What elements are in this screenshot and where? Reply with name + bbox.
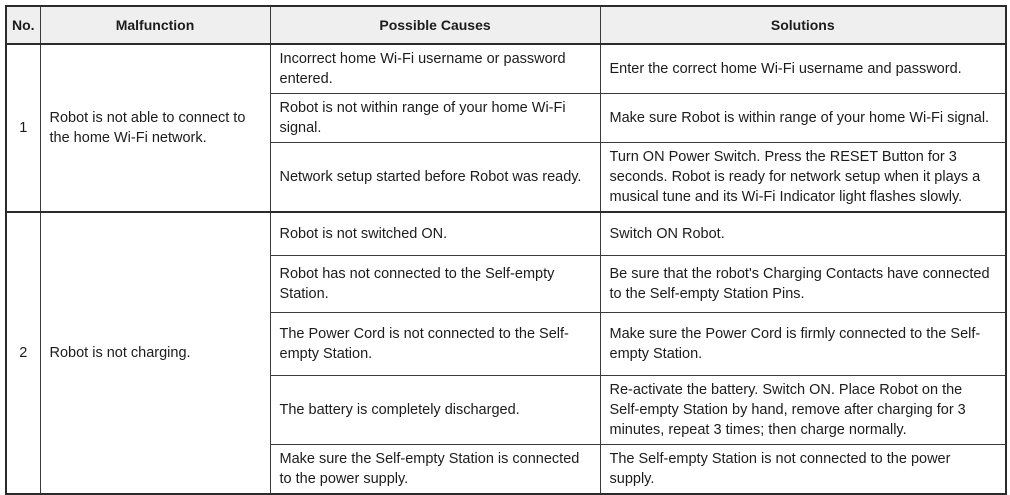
cause-cell: The Power Cord is not connected to the S… xyxy=(269,311,601,376)
col-header-no: No. xyxy=(5,5,41,45)
row-number: 2 xyxy=(5,211,41,494)
malfunction-cell: Robot is not able to connect to the home… xyxy=(39,43,271,213)
table-row: 2 Robot is not charging. Robot is not sw… xyxy=(5,211,1007,494)
solution-cell: Make sure Robot is within range of your … xyxy=(599,93,1007,143)
table-row: The Power Cord is not connected to the S… xyxy=(6,311,1007,376)
table-row: Robot is not within range of your home W… xyxy=(6,93,1007,143)
row-number: 1 xyxy=(5,43,41,213)
cause-cell: Network setup started before Robot was r… xyxy=(269,142,601,213)
malfunction-cell: Robot is not charging. xyxy=(39,211,271,494)
table-row: Network setup started before Robot was r… xyxy=(6,142,1007,213)
cause-cell: Robot has not connected to the Self-empt… xyxy=(269,254,601,313)
cause-cell: Robot is not within range of your home W… xyxy=(269,93,601,143)
solution-cell: Re-activate the battery. Switch ON. Plac… xyxy=(599,374,1007,445)
solution-cell: Be sure that the robot's Charging Contac… xyxy=(599,254,1007,313)
cause-cell: The battery is completely discharged. xyxy=(269,374,601,445)
col-header-solutions: Solutions xyxy=(599,5,1007,45)
table-row: The battery is completely discharged. Re… xyxy=(6,374,1007,445)
cause-cell: Make sure the Self-empty Station is conn… xyxy=(269,443,601,494)
cause-cell: Robot is not switched ON. xyxy=(269,211,601,256)
solution-cell: Make sure the Power Cord is firmly conne… xyxy=(599,311,1007,376)
table-row: Robot has not connected to the Self-empt… xyxy=(6,254,1007,313)
header-row: No. Malfunction Possible Causes Solution… xyxy=(5,5,1007,45)
col-header-possible-causes: Possible Causes xyxy=(269,5,601,45)
solution-cell: Turn ON Power Switch. Press the RESET Bu… xyxy=(599,142,1007,213)
table-row: 1 Robot is not able to connect to the ho… xyxy=(5,43,1007,213)
cause-cell: Incorrect home Wi-Fi username or passwor… xyxy=(269,43,601,94)
solution-cell: The Self-empty Station is not connected … xyxy=(599,443,1007,494)
solution-cell: Switch ON Robot. xyxy=(599,211,1007,256)
col-header-malfunction: Malfunction xyxy=(39,5,271,45)
solution-cell: Enter the correct home Wi-Fi username an… xyxy=(599,43,1007,94)
troubleshooting-table: No. Malfunction Possible Causes Solution… xyxy=(5,5,1007,495)
manual-page: No. Malfunction Possible Causes Solution… xyxy=(5,5,1007,495)
